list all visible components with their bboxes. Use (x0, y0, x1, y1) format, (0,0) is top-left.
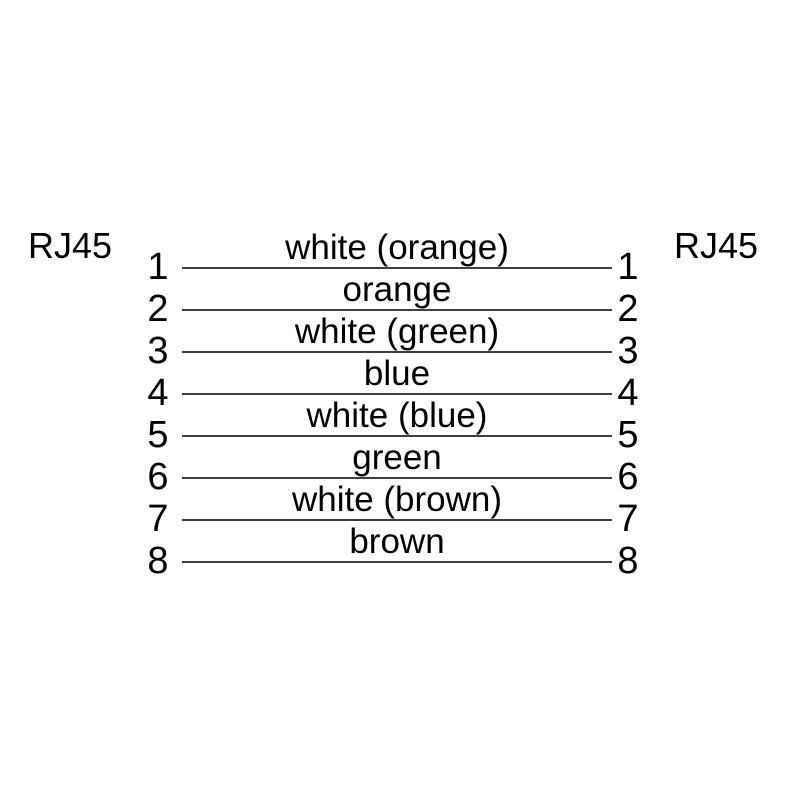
wire-line (182, 393, 612, 395)
wire-line (182, 435, 612, 437)
wire-line (182, 561, 612, 563)
left-pin-number: 8 (147, 540, 169, 582)
left-pin-number: 4 (147, 372, 169, 414)
right-pin-number: 6 (617, 456, 639, 498)
left-pin-number: 1 (147, 246, 169, 288)
wire-line (182, 309, 612, 311)
right-pin-number: 1 (617, 246, 639, 288)
wire-line (182, 351, 612, 353)
wire-color-label: white (orange) (285, 228, 509, 267)
right-pin-number: 8 (617, 540, 639, 582)
left-pin-number: 2 (147, 288, 169, 330)
wire-line (182, 477, 612, 479)
left-pin-number: 7 (147, 498, 169, 540)
left-connector-label: RJ45 (28, 225, 113, 266)
right-pin-number: 2 (617, 288, 639, 330)
wire-color-label: brown (349, 522, 445, 561)
left-pin-number: 6 (147, 456, 169, 498)
wire-color-label: white (blue) (306, 396, 488, 435)
right-pin-number: 7 (617, 498, 639, 540)
wire-color-label: blue (363, 354, 431, 393)
right-pin-number: 4 (617, 372, 639, 414)
left-pin-number: 5 (147, 414, 169, 456)
wire-color-label: green (352, 438, 442, 477)
right-pin-number: 3 (617, 330, 639, 372)
wire-color-label: white (green) (294, 312, 500, 351)
wire-line (182, 267, 612, 269)
right-connector-label: RJ45 (674, 225, 759, 266)
left-pin-number: 3 (147, 330, 169, 372)
right-pin-number: 5 (617, 414, 639, 456)
wire-line (182, 519, 612, 521)
wire-color-label: orange (342, 270, 452, 309)
wire-color-label: white (brown) (291, 480, 503, 519)
